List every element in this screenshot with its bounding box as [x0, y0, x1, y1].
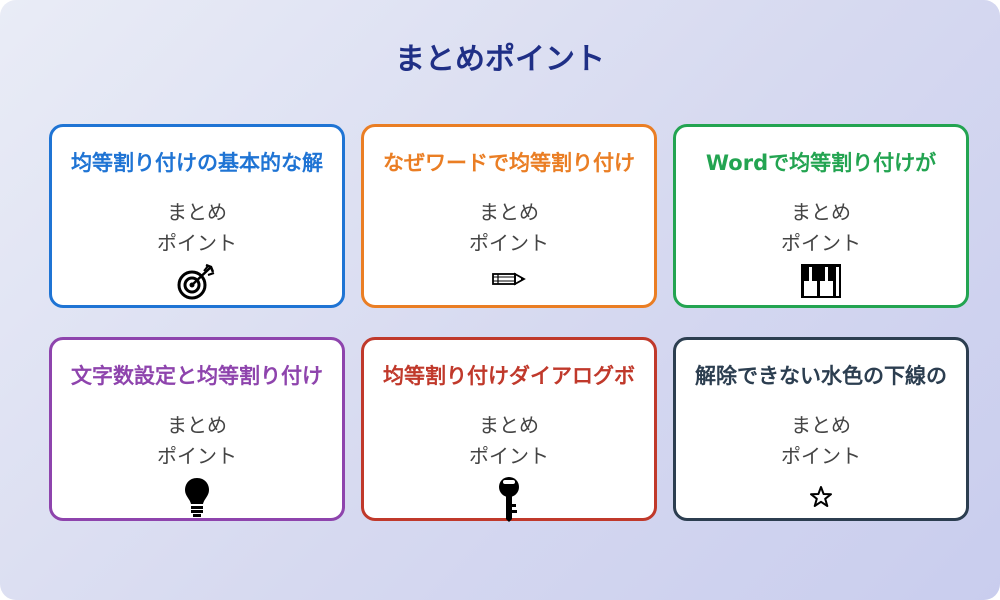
card-subtitle-line2: ポイント	[157, 444, 237, 468]
card-subtitle-line2: ポイント	[781, 231, 861, 255]
card-subtitle: まとめ ポイント	[52, 410, 342, 472]
target-icon	[52, 263, 342, 301]
card-subtitle-line1: まとめ	[479, 200, 539, 224]
lightbulb-icon	[52, 476, 342, 517]
card-title: 均等割り付けダイアログボ	[383, 364, 635, 388]
card-subtitle-line1: まとめ	[167, 200, 227, 224]
card-subtitle-line2: ポイント	[157, 231, 237, 255]
card-word-issue[interactable]: Wordで均等割り付けが まとめ ポイント	[673, 124, 969, 308]
card-subtitle-line1: まとめ	[167, 413, 227, 437]
card-subtitle-line1: まとめ	[479, 413, 539, 437]
pencil-icon	[364, 263, 654, 301]
card-basic-solution[interactable]: 均等割り付けの基本的な解 まとめ ポイント	[49, 124, 345, 308]
card-subtitle: まとめ ポイント	[364, 197, 654, 259]
card-subtitle: まとめ ポイント	[676, 197, 966, 259]
card-char-count[interactable]: 文字数設定と均等割り付け まとめ ポイント	[49, 337, 345, 521]
card-subtitle-line1: まとめ	[791, 413, 851, 437]
card-subtitle-line2: ポイント	[781, 444, 861, 468]
card-underline[interactable]: 解除できない水色の下線の まとめ ポイント	[673, 337, 969, 521]
piano-keys-icon	[676, 263, 966, 301]
card-title: Wordで均等割り付けが	[705, 151, 937, 175]
card-subtitle: まとめ ポイント	[52, 197, 342, 259]
card-subtitle: まとめ ポイント	[364, 410, 654, 472]
card-title: なぜワードで均等割り付け	[383, 151, 635, 175]
card-subtitle-line2: ポイント	[469, 231, 549, 255]
card-title: 解除できない水色の下線の	[695, 364, 947, 388]
key-icon	[364, 476, 654, 522]
card-title: 文字数設定と均等割り付け	[71, 364, 323, 388]
card-subtitle-line2: ポイント	[469, 444, 549, 468]
card-subtitle: まとめ ポイント	[676, 410, 966, 472]
card-title: 均等割り付けの基本的な解	[71, 151, 323, 175]
page-title: まとめポイント	[395, 42, 605, 77]
card-subtitle-line1: まとめ	[791, 200, 851, 224]
star-icon	[676, 476, 966, 514]
card-dialog[interactable]: 均等割り付けダイアログボ まとめ ポイント	[361, 337, 657, 522]
card-why-word[interactable]: なぜワードで均等割り付け まとめ ポイント	[361, 124, 657, 308]
